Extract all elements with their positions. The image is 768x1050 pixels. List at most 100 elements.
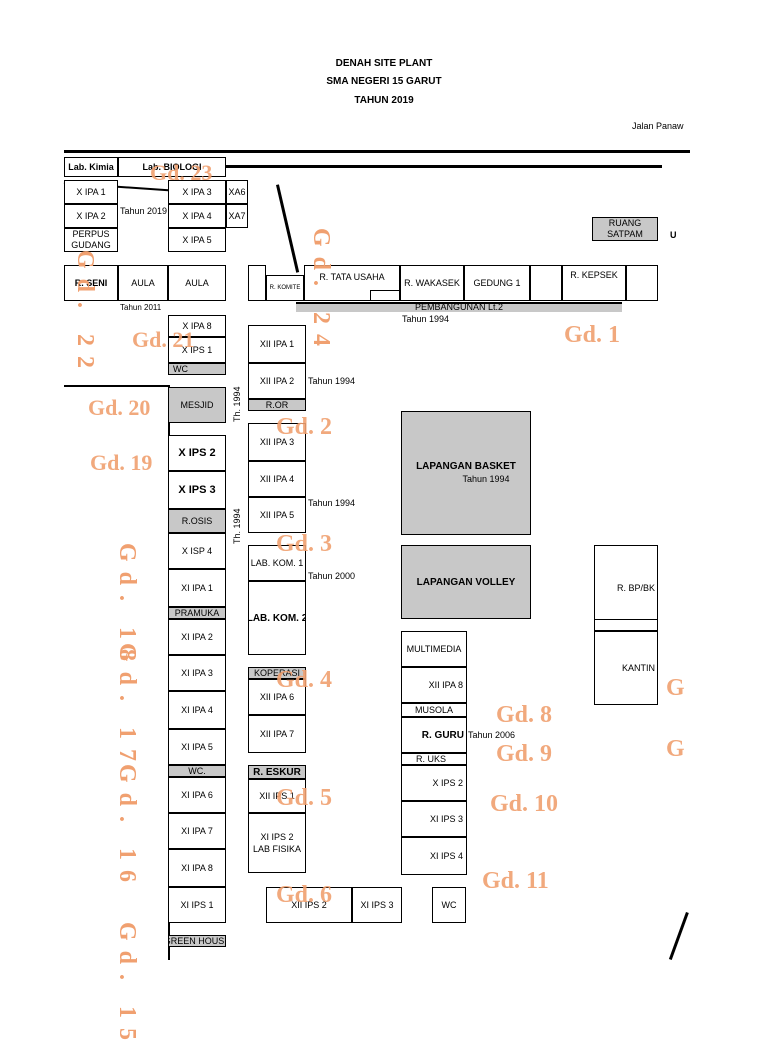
- room-lab-kom-1: LAB. KOM. 1: [248, 545, 306, 581]
- lab-fisika-label: LAB FISIKA: [252, 844, 302, 854]
- room-x-ips2: X IPS 2: [168, 435, 226, 471]
- room-wc-left: WC: [168, 363, 226, 375]
- gd-15-vertical: Gd. 15: [114, 922, 140, 1050]
- tahun-1994-b: Tahun 1994: [308, 498, 356, 508]
- lapangan-basket: LAPANGAN BASKET Tahun 1994: [401, 411, 531, 535]
- gd-9-label: Gd. 9: [496, 741, 553, 767]
- room-xa6: XA6: [226, 180, 248, 204]
- perpus-label: PERPUS: [72, 229, 110, 239]
- road-line-diag2: [276, 184, 300, 273]
- room-xi-ips3-right: XI IPS 3: [401, 801, 467, 837]
- room-r-wakasek: R. WAKASEK: [400, 265, 464, 301]
- room-r-komite: R. KOMITE: [266, 275, 304, 301]
- gd-4-label: Gd. 4: [276, 667, 333, 693]
- tahun-2011-label: Tahun 2011: [120, 303, 162, 312]
- room-xi-ips1-left: XI IPS 1: [168, 887, 226, 923]
- gd-24-vertical: Gd. 24: [308, 228, 334, 357]
- room-empty-a: [248, 265, 266, 301]
- gd-16-vertical: Gd. 16: [114, 764, 140, 893]
- room-xii-ipa8: XII IPA 8: [401, 667, 467, 703]
- room-xa7: XA7: [226, 204, 248, 228]
- gd-11-label: Gd. 11: [482, 868, 549, 894]
- road-label: Jalan Panaw: [632, 121, 684, 131]
- tahun-1994-top: Tahun 1994: [402, 314, 450, 324]
- room-xii-ipa3: XII IPA 3: [248, 423, 306, 461]
- gd-5-label: Gd. 5: [276, 785, 333, 811]
- room-xi-ipa5-left: XI IPA 5: [168, 729, 226, 765]
- th-1994-vertical-a: Th. 1994: [232, 386, 242, 422]
- road-line-second: [64, 165, 662, 168]
- xi-ips2-label: XI IPS 2: [260, 832, 294, 842]
- room-aula-1: AULA: [118, 265, 168, 301]
- road-line-left: [64, 385, 169, 387]
- th-1994-vertical-b: Th. 1994: [232, 508, 242, 544]
- room-xii-ips1: XII IPS 1: [248, 779, 306, 813]
- room-wc-mid: WC.: [168, 765, 226, 777]
- room-green-house: GREEN HOUSE: [168, 935, 226, 947]
- gd-6-label: Gd. 6: [276, 882, 333, 908]
- room-x-ipa8: X IPA 8: [168, 315, 226, 337]
- room-x-ipa1: X IPA 1: [64, 180, 118, 204]
- pembangunan-strip: PEMBANGUNAN Lt.2: [296, 302, 622, 312]
- room-x-ips2-right: X IPS 2: [401, 765, 467, 801]
- map-title: DENAH SITE PLANT: [335, 58, 433, 69]
- room-musola: MUSOLA: [401, 703, 467, 717]
- school-name: SMA NEGERI 15 GARUT: [326, 76, 442, 87]
- room-koperasi: KOPERASI: [248, 667, 306, 679]
- room-gedung-1: GEDUNG 1: [464, 265, 530, 301]
- room-r-osis: R.OSIS: [168, 509, 226, 533]
- room-x-ipa3: X IPA 3: [168, 180, 226, 204]
- tahun-2000-label: Tahun 2000: [308, 571, 356, 581]
- gd-19-label: Gd. 19: [90, 450, 153, 475]
- pembangunan-line: [296, 302, 622, 304]
- room-x-ips3: X IPS 3: [168, 471, 226, 509]
- room-r-kepsek: R. KEPSEK: [562, 265, 626, 301]
- room-tata-step: [370, 290, 400, 301]
- room-r-eskur: R. ESKUR: [248, 765, 306, 779]
- room-empty-b: [530, 265, 562, 301]
- ruang-label: RUANG: [608, 218, 642, 228]
- room-bpbk-divider: [594, 619, 658, 631]
- room-x-ipa5: X IPA 5: [168, 228, 226, 252]
- room-masjid: MESJID: [168, 387, 226, 423]
- room-x-ips1: X IPS 1: [168, 337, 226, 363]
- room-r-uks: R. UKS: [401, 753, 467, 765]
- room-xi-ipa8-left: XI IPA 8: [168, 849, 226, 887]
- room-xii-ipa1: XII IPA 1: [248, 325, 306, 363]
- room-r-guru: R. GURU: [401, 717, 467, 753]
- lapangan-basket-label: LAPANGAN BASKET: [416, 461, 516, 472]
- room-r-or: R.OR: [248, 399, 306, 411]
- room-xii-ipa7: XII IPA 7: [248, 715, 306, 753]
- room-xii-ipa2: XII IPA 2: [248, 363, 306, 399]
- room-r-seni: R. SENI: [64, 265, 118, 301]
- room-lab-kom-2: LAB. KOM. 2: [248, 581, 306, 655]
- gd-3-label: Gd. 3: [276, 531, 333, 557]
- tahun-2006-label: Tahun 2006: [468, 730, 516, 740]
- map-year: TAHUN 2019: [354, 95, 414, 106]
- room-aula-2: AULA: [168, 265, 226, 301]
- road-line-top: [64, 150, 690, 153]
- room-xi-ips4-right: XI IPS 4: [401, 837, 467, 875]
- gd-23-label: Gd. 23: [150, 160, 213, 185]
- room-xii-ips2-bottom: XII IPS 2: [266, 887, 352, 923]
- room-x-ipa2: X IPA 2: [64, 204, 118, 228]
- room-xi-ipa7-left: XI IPA 7: [168, 813, 226, 849]
- lapangan-volley: LAPANGAN VOLLEY: [401, 545, 531, 619]
- gd-21-label: Gd. 21: [132, 327, 195, 352]
- g-right-label-2: G: [666, 736, 685, 762]
- room-xii-ipa4: XII IPA 4: [248, 461, 306, 497]
- room-xi-ipa3-left: XI IPA 3: [168, 655, 226, 691]
- room-x-ipa4: X IPA 4: [168, 204, 226, 228]
- room-wc-bottom: WC: [432, 887, 466, 923]
- room-kantin: KANTIN: [594, 631, 658, 705]
- room-perpus-gudang: PERPUS GUDANG: [64, 228, 118, 252]
- road-line-corner: [668, 912, 689, 961]
- north-marker: U: [670, 230, 677, 240]
- room-multimedia: MULTIMEDIA: [401, 631, 467, 667]
- room-xi-ipa1-left: XI IPA 1: [168, 569, 226, 607]
- g-right-label-1: G: [666, 675, 685, 701]
- room-ruang-satpam: RUANG SATPAM: [592, 217, 658, 241]
- room-lab-biologi: Lab. BIOLOGI: [118, 157, 226, 177]
- gd-22-vertical: Gd. 22: [72, 250, 98, 379]
- tahun-1994-a: Tahun 1994: [308, 376, 356, 386]
